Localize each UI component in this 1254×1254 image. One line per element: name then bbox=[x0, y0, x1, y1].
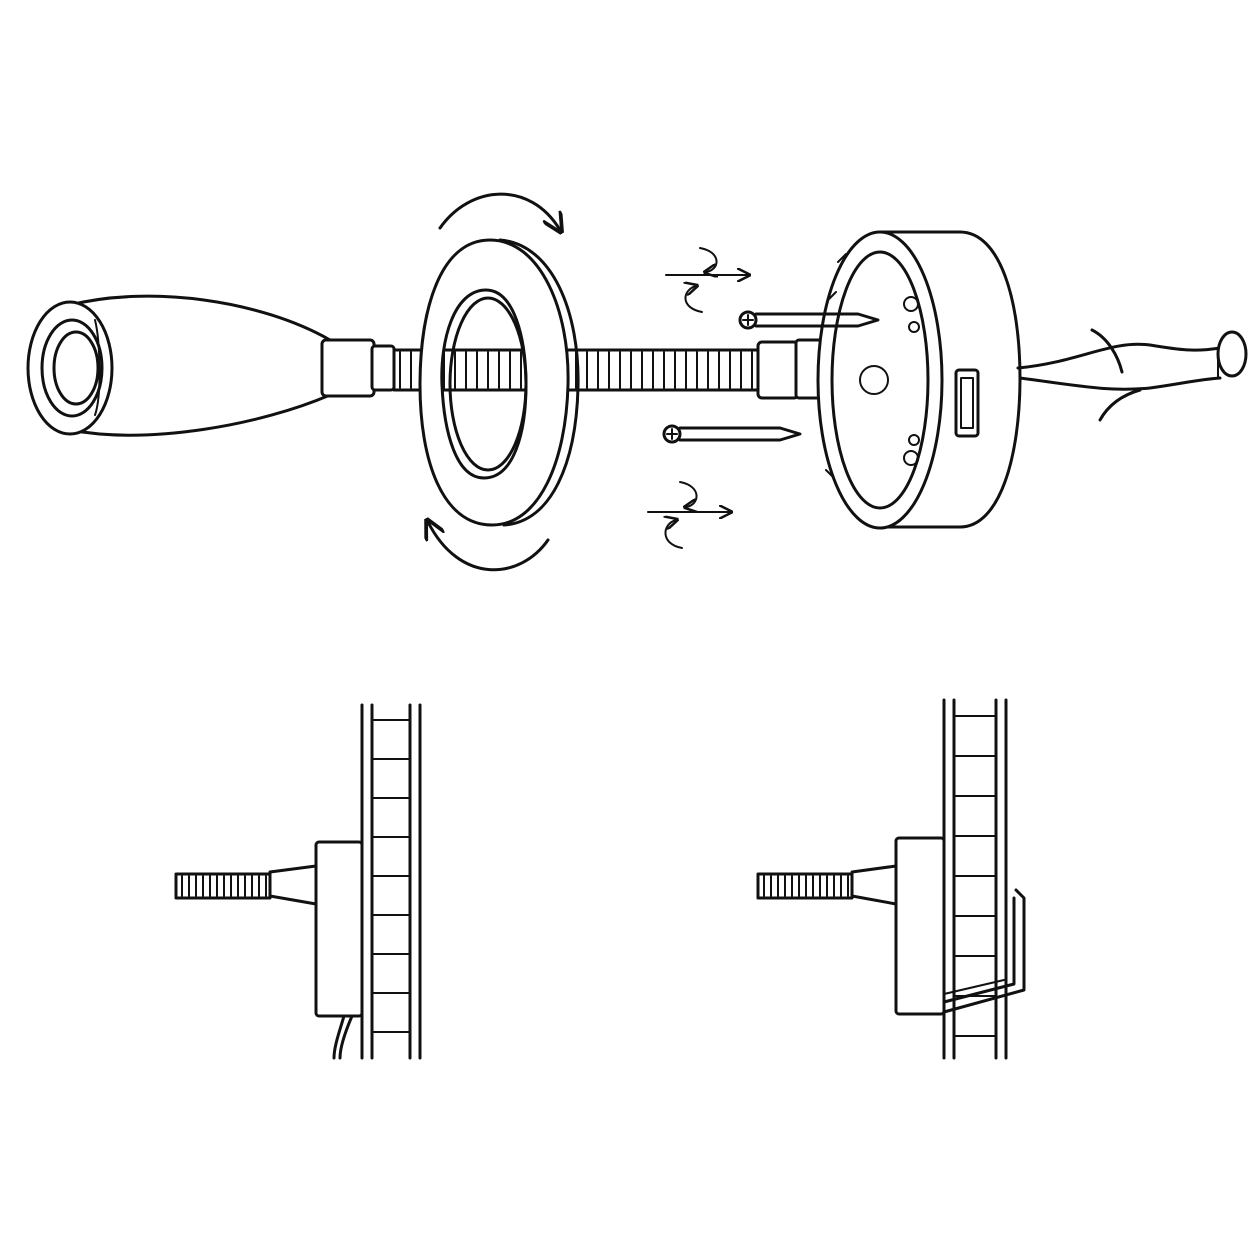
lamp-arm-side bbox=[756, 864, 898, 906]
lamp-head bbox=[26, 294, 332, 437]
cable-icon bbox=[1016, 328, 1248, 422]
rotate-cw-icon bbox=[438, 192, 560, 230]
cable-icon bbox=[338, 1014, 354, 1060]
screw-icon bbox=[738, 310, 880, 330]
neck-collar bbox=[320, 338, 396, 398]
twist-arrow-icon bbox=[647, 481, 730, 549]
side-view-with-bracket bbox=[756, 698, 1026, 1060]
screw-icon bbox=[662, 424, 802, 444]
lamp-base-side bbox=[894, 836, 946, 1016]
decorative-ring bbox=[418, 238, 580, 527]
exploded-view bbox=[26, 192, 1248, 572]
mounting-base bbox=[816, 230, 1022, 530]
wall-panel bbox=[360, 703, 422, 1060]
side-view-without-bracket bbox=[174, 703, 422, 1060]
rotate-ccw-icon bbox=[428, 522, 550, 572]
switch-icon bbox=[954, 368, 980, 438]
mounting-bracket bbox=[942, 888, 1026, 1014]
lamp-arm-side bbox=[174, 864, 318, 906]
twist-arrow-icon bbox=[665, 247, 748, 313]
lamp-base-side bbox=[314, 840, 364, 1018]
